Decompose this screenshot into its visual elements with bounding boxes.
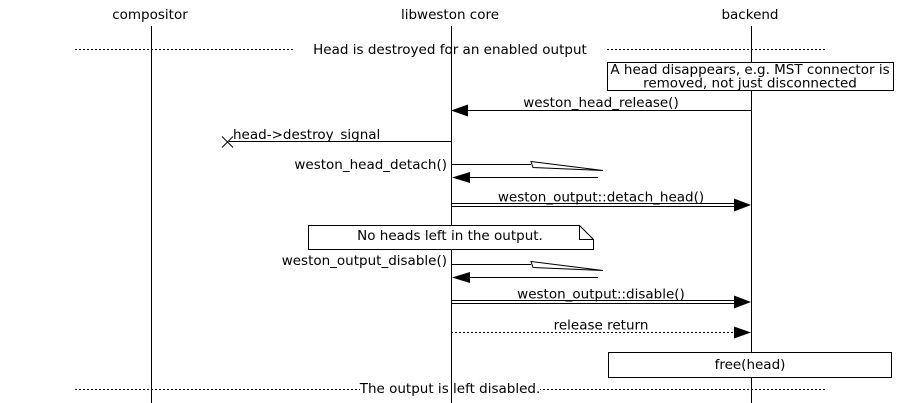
message-label: weston_head_release() (523, 95, 678, 111)
note-text: No heads left in the output. (357, 228, 543, 244)
arrowhead-right-icon (734, 326, 751, 339)
message-weston-head-release: weston_head_release() (451, 95, 751, 117)
box-head-disappears: A head disappears, e.g. MST connector is… (607, 62, 894, 92)
message-weston-output-disable: weston_output::disable() (451, 287, 751, 309)
message-label: weston_output::detach_head() (498, 190, 704, 206)
message-label: weston_output_disable() (282, 253, 447, 269)
lost-message-x-icon (221, 136, 234, 148)
participant-backend: backend (721, 7, 778, 23)
message-head-destroy-signal: head->destroy_signal (221, 127, 451, 148)
open-arrowhead-icon (530, 260, 604, 271)
box-text-line1: A head disappears, e.g. MST connector is (610, 62, 889, 78)
note-no-heads-left: No heads left in the output. (308, 225, 594, 250)
divider-label: The output is left disabled. (359, 381, 541, 397)
message-weston-output-detach-head: weston_output::detach_head() (451, 190, 751, 212)
box-text-line2: removed, not just disconnected (643, 76, 857, 92)
open-arrowhead-icon (530, 160, 604, 171)
message-label: head->destroy_signal (233, 127, 380, 143)
box-text: free(head) (715, 357, 786, 373)
message-label: weston_output::disable() (517, 287, 685, 303)
message-weston-head-detach: weston_head_detach() (294, 157, 604, 183)
arrowhead-right-icon (734, 295, 751, 309)
message-label: release return (554, 318, 649, 334)
note-fold-icon (579, 225, 594, 240)
message-weston-output-disable-call: weston_output_disable() (282, 253, 604, 283)
arrowhead-left-icon (452, 172, 470, 183)
arrowhead-left-icon (451, 104, 468, 117)
message-release-return: release return (451, 318, 751, 339)
participant-compositor: compositor (112, 7, 188, 23)
message-label: weston_head_detach() (294, 157, 447, 173)
arrowhead-left-icon (452, 272, 470, 283)
box-free-head: free(head) (608, 352, 892, 378)
divider-label: Head is destroyed for an enabled output (313, 42, 587, 58)
arrowhead-right-icon (734, 198, 751, 212)
participant-libweston-core: libweston core (401, 7, 499, 23)
